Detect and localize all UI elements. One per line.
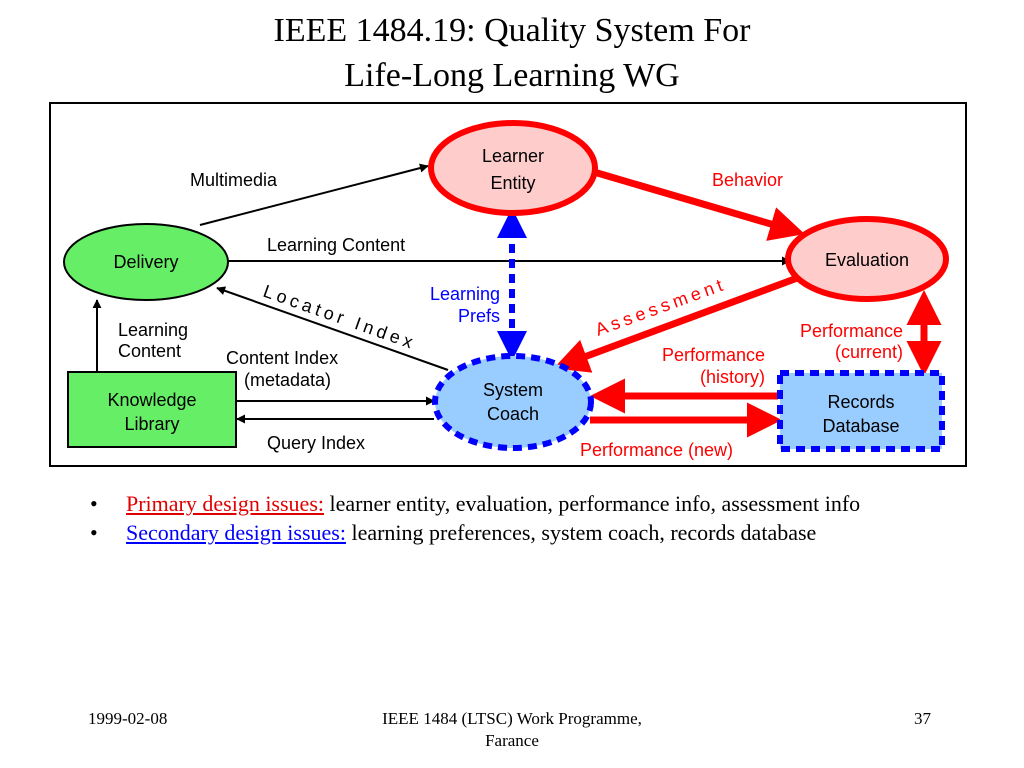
footer-center-line-1: IEEE 1484 (LTSC) Work Programme, xyxy=(382,709,642,728)
footer-center: IEEE 1484 (LTSC) Work Programme, Farance xyxy=(340,708,684,752)
delivery-label: Delivery xyxy=(113,252,178,272)
slide-title-line-2: Life-Long Learning WG xyxy=(344,57,680,94)
behavior-arrow xyxy=(593,168,805,241)
knowledge-library-node xyxy=(67,371,237,448)
slide-title-line-1: IEEE 1484.19: Quality System For xyxy=(273,12,751,49)
design-issues-list: • Primary design issues: learner entity,… xyxy=(90,490,970,548)
performance-new-label: Performance (new) xyxy=(580,440,733,460)
bullet-marker: • xyxy=(90,520,98,545)
system-coach-label-1: System xyxy=(483,380,543,400)
content-index-label-1: Content Index xyxy=(226,348,338,368)
learner-entity-node xyxy=(428,120,598,216)
diagram-frame xyxy=(49,102,967,467)
knowledge-library-label-1: Knowledge xyxy=(107,390,196,410)
records-database-label-2: Database xyxy=(822,416,899,436)
learner-entity-label-1: Learner xyxy=(482,146,544,166)
locator-index-label: Locator Index xyxy=(261,281,420,354)
secondary-design-issues-text: learning preferences, system coach, reco… xyxy=(345,520,817,545)
performance-history-label-1: Performance xyxy=(662,345,765,365)
footer-page-number: 37 xyxy=(914,709,931,728)
learning-content-side-label-1: Learning xyxy=(118,320,188,340)
learner-entity-label-2: Entity xyxy=(490,173,535,193)
knowledge-library-label-2: Library xyxy=(124,414,179,434)
primary-design-issues-heading: Primary design issues: xyxy=(126,491,324,516)
assessment-arrow xyxy=(553,273,802,373)
system-coach-label-2: Coach xyxy=(487,404,539,424)
evaluation-node xyxy=(785,216,949,302)
learning-content-side-label-2: Content xyxy=(118,341,181,361)
multimedia-label: Multimedia xyxy=(190,170,278,190)
content-index-label-2: (metadata) xyxy=(244,370,331,390)
behavior-label: Behavior xyxy=(712,170,783,190)
footer-center-line-2: Farance xyxy=(485,731,539,750)
query-index-label: Query Index xyxy=(267,433,365,453)
performance-history-label-2: (history) xyxy=(700,367,765,387)
system-coach-node xyxy=(432,353,594,451)
evaluation-label: Evaluation xyxy=(825,250,909,270)
learning-prefs-label-2: Prefs xyxy=(458,306,500,326)
bullet-secondary: • Secondary design issues: learning pref… xyxy=(90,519,970,546)
records-database-label-1: Records xyxy=(827,392,894,412)
primary-design-issues-text: learner entity, evaluation, performance … xyxy=(324,491,861,516)
bullet-primary: • Primary design issues: learner entity,… xyxy=(90,490,970,517)
locator-index-arrow xyxy=(216,286,449,371)
secondary-design-issues-heading: Secondary design issues: xyxy=(126,520,346,545)
bullet-marker: • xyxy=(90,491,98,516)
performance-current-label-2: (current) xyxy=(835,342,903,362)
multimedia-arrow xyxy=(199,163,429,226)
performance-current-label-1: Performance xyxy=(800,321,903,341)
delivery-node xyxy=(63,223,229,301)
learning-prefs-label-1: Learning xyxy=(430,284,500,304)
records-database-node xyxy=(777,370,945,452)
footer-date: 1999-02-08 xyxy=(88,709,168,728)
learning-content-label: Learning Content xyxy=(267,235,405,255)
